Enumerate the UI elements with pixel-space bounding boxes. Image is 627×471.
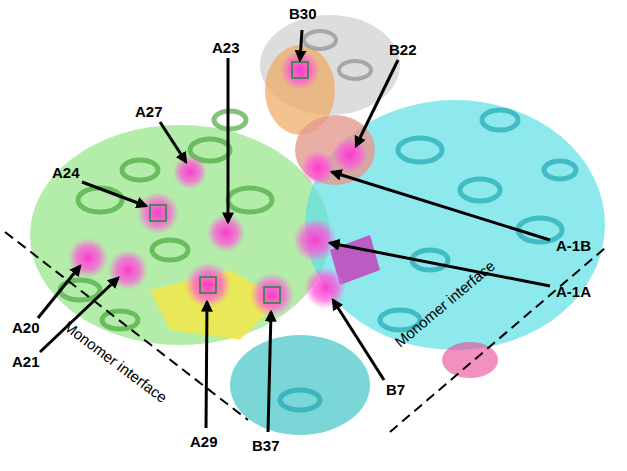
heme-label: A29 — [190, 434, 218, 449]
heme-label: A24 — [52, 165, 80, 180]
heme-label: A20 — [12, 320, 40, 335]
heme-label: B30 — [289, 6, 317, 21]
heme-label: A-1B — [556, 238, 591, 253]
heme-label: A27 — [135, 104, 163, 119]
heme-label: B7 — [386, 382, 405, 397]
heme-label: A23 — [212, 40, 240, 55]
heme-label: A21 — [12, 354, 40, 369]
heme-label: A-1A — [556, 284, 591, 299]
heme-label: B37 — [252, 438, 280, 453]
heme-label: B22 — [389, 42, 417, 57]
